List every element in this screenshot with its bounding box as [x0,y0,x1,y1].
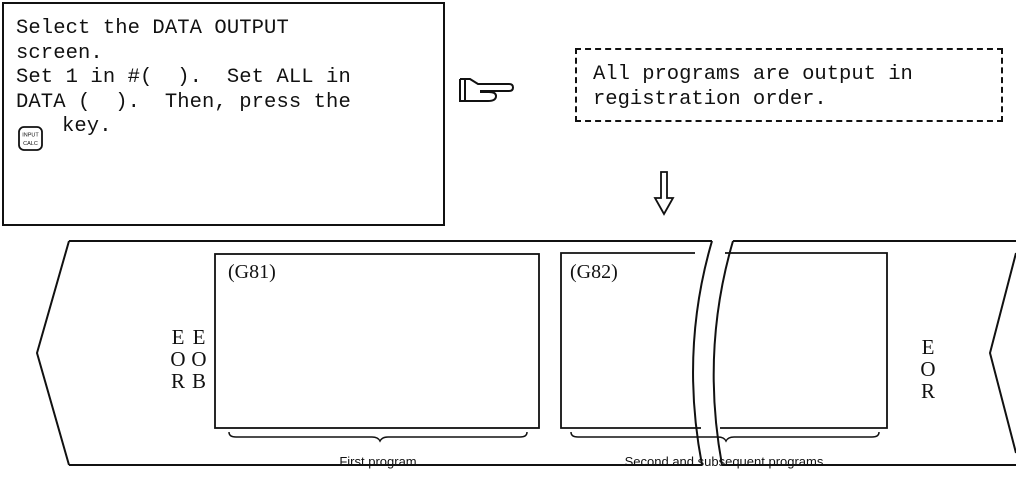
instruction-line-1: Select the DATA OUTPUT [16,17,289,40]
right-eor-letter: O [920,357,936,381]
note-text: All programs are output in registration … [593,62,913,112]
key-icon-top-text: INPUT [22,133,39,139]
note-line-1: All programs are output in [593,63,913,86]
right-eor-letter: E [921,335,935,359]
instruction-box [2,2,445,226]
first-program-caption: First program [339,454,416,469]
left-eor-letter: O [170,347,186,371]
down-arrow-icon [653,171,675,216]
left-eob-code: E O B [189,326,209,392]
second-program-block-left [560,252,701,429]
instruction-line-4: DATA ( ). Then, press the [16,90,351,114]
first-program-bracket [228,431,528,443]
program1-label: (G81) [228,261,276,283]
program2-label: (G82) [570,261,618,283]
instruction-line-5: key. [62,115,112,138]
second-program-block-right [720,252,888,429]
input-calc-key-icon: INPUT CALC [18,126,43,151]
left-eor-code: E O R [168,326,188,392]
second-program-caption: Second and subsequent programs [625,454,824,469]
instruction-line-2: screen. [16,41,103,65]
note-line-2: registration order. [593,88,827,111]
right-eor-code: E O R [918,336,938,402]
pointing-hand-icon [459,78,515,102]
note-box [575,48,1003,122]
first-program-block [214,253,540,429]
right-eor-letter: R [920,379,935,403]
second-program-bracket [570,431,880,443]
left-eob-letter: O [191,347,207,371]
left-eor-letter: E [171,325,185,349]
left-eob-letter: E [192,325,206,349]
key-icon-bottom-text: CALC [23,141,38,147]
left-eob-letter: B [191,369,206,393]
instruction-line-3: Set 1 in #( ). Set ALL in [16,66,351,89]
left-eor-letter: R [170,369,185,393]
instruction-text: Select the DATA OUTPUT screen. Set 1 in … [16,17,351,140]
